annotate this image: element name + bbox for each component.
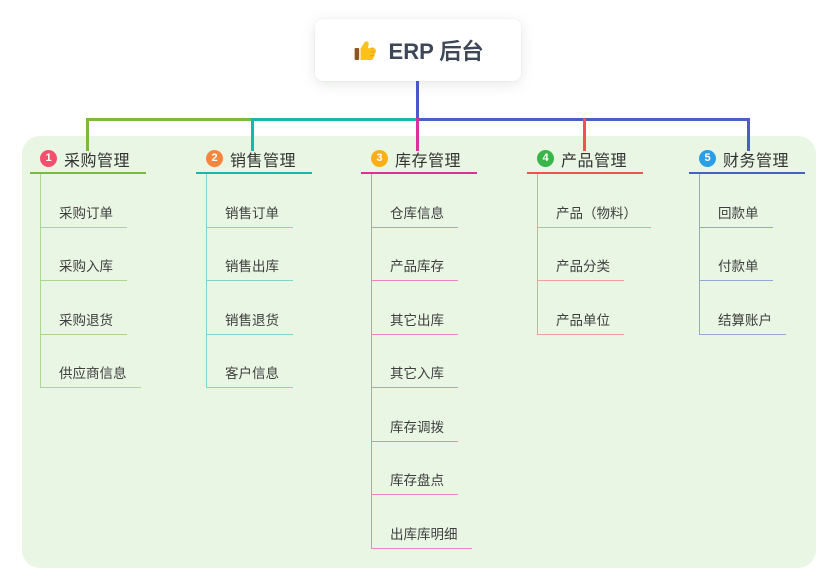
node-purchase-return[interactable]: 采购退货 bbox=[41, 281, 200, 335]
branch-title: 产品管理 bbox=[561, 152, 628, 170]
node-product-category[interactable]: 产品分类 bbox=[538, 228, 697, 281]
branch-title: 采购管理 bbox=[64, 152, 131, 170]
node-purchase-inbound[interactable]: 采购入库 bbox=[41, 228, 200, 281]
root-node[interactable]: ERP 后台 bbox=[315, 19, 521, 81]
branch-header-purchase[interactable]: 1 采购管理 bbox=[30, 145, 146, 174]
node-supplier-info[interactable]: 供应商信息 bbox=[41, 335, 200, 388]
branch-children: 回款单 付款单 结算账户 bbox=[699, 174, 839, 335]
node-sales-outbound[interactable]: 销售出库 bbox=[207, 228, 366, 281]
branch-children: 仓库信息 产品库存 其它出库 其它入库 库存调拨 库存盘点 出库库明细 bbox=[371, 174, 531, 549]
node-settlement-account[interactable]: 结算账户 bbox=[700, 281, 839, 335]
badge-1: 1 bbox=[40, 150, 57, 167]
node-warehouse-info[interactable]: 仓库信息 bbox=[372, 174, 531, 228]
connector-bus-purchase bbox=[86, 118, 253, 122]
badge-4: 4 bbox=[537, 150, 554, 167]
badge-5: 5 bbox=[699, 150, 716, 167]
node-sales-order[interactable]: 销售订单 bbox=[207, 174, 366, 228]
node-product-unit[interactable]: 产品单位 bbox=[538, 281, 697, 335]
connector-drop-sales bbox=[251, 118, 255, 151]
root-stem-connector bbox=[416, 80, 420, 121]
branches-panel bbox=[22, 136, 816, 568]
node-outbound-detail[interactable]: 出库库明细 bbox=[372, 495, 531, 549]
node-product-stock[interactable]: 产品库存 bbox=[372, 228, 531, 281]
node-receipt-order[interactable]: 回款单 bbox=[700, 174, 839, 228]
connector-drop-finance bbox=[747, 118, 751, 151]
node-other-inbound[interactable]: 其它入库 bbox=[372, 335, 531, 388]
branch-children: 采购订单 采购入库 采购退货 供应商信息 bbox=[40, 174, 200, 388]
connector-drop-inventory bbox=[416, 118, 420, 151]
connector-bus-sales bbox=[253, 118, 417, 122]
node-purchase-order[interactable]: 采购订单 bbox=[41, 174, 200, 228]
branch-title: 销售管理 bbox=[230, 152, 297, 170]
root-title: ERP 后台 bbox=[388, 39, 484, 64]
node-sales-return[interactable]: 销售退货 bbox=[207, 281, 366, 335]
node-stock-count[interactable]: 库存盘点 bbox=[372, 442, 531, 495]
node-product-material[interactable]: 产品（物料） bbox=[538, 174, 697, 228]
branch-title: 财务管理 bbox=[723, 152, 790, 170]
branch-sales: 2 销售管理 销售订单 销售出库 销售退货 客户信息 bbox=[196, 145, 366, 388]
connector-drop-purchase bbox=[86, 118, 90, 151]
branch-header-sales[interactable]: 2 销售管理 bbox=[196, 145, 312, 174]
thumbs-up-icon bbox=[353, 37, 379, 63]
branch-inventory: 3 库存管理 仓库信息 产品库存 其它出库 其它入库 库存调拨 库存盘点 出库库… bbox=[361, 145, 531, 549]
node-stock-transfer[interactable]: 库存调拨 bbox=[372, 388, 531, 442]
branch-children: 销售订单 销售出库 销售退货 客户信息 bbox=[206, 174, 366, 388]
branch-header-finance[interactable]: 5 财务管理 bbox=[689, 145, 805, 174]
connector-drop-product bbox=[583, 118, 587, 151]
node-other-outbound[interactable]: 其它出库 bbox=[372, 281, 531, 335]
branch-title: 库存管理 bbox=[395, 152, 462, 170]
branch-children: 产品（物料） 产品分类 产品单位 bbox=[537, 174, 697, 335]
node-payment-order[interactable]: 付款单 bbox=[700, 228, 839, 281]
branch-product: 4 产品管理 产品（物料） 产品分类 产品单位 bbox=[527, 145, 697, 335]
badge-3: 3 bbox=[371, 150, 388, 167]
branch-finance: 5 财务管理 回款单 付款单 结算账户 bbox=[689, 145, 839, 335]
branch-purchase: 1 采购管理 采购订单 采购入库 采购退货 供应商信息 bbox=[30, 145, 200, 388]
branch-header-inventory[interactable]: 3 库存管理 bbox=[361, 145, 477, 174]
badge-2: 2 bbox=[206, 150, 223, 167]
node-customer-info[interactable]: 客户信息 bbox=[207, 335, 366, 388]
branch-header-product[interactable]: 4 产品管理 bbox=[527, 145, 643, 174]
